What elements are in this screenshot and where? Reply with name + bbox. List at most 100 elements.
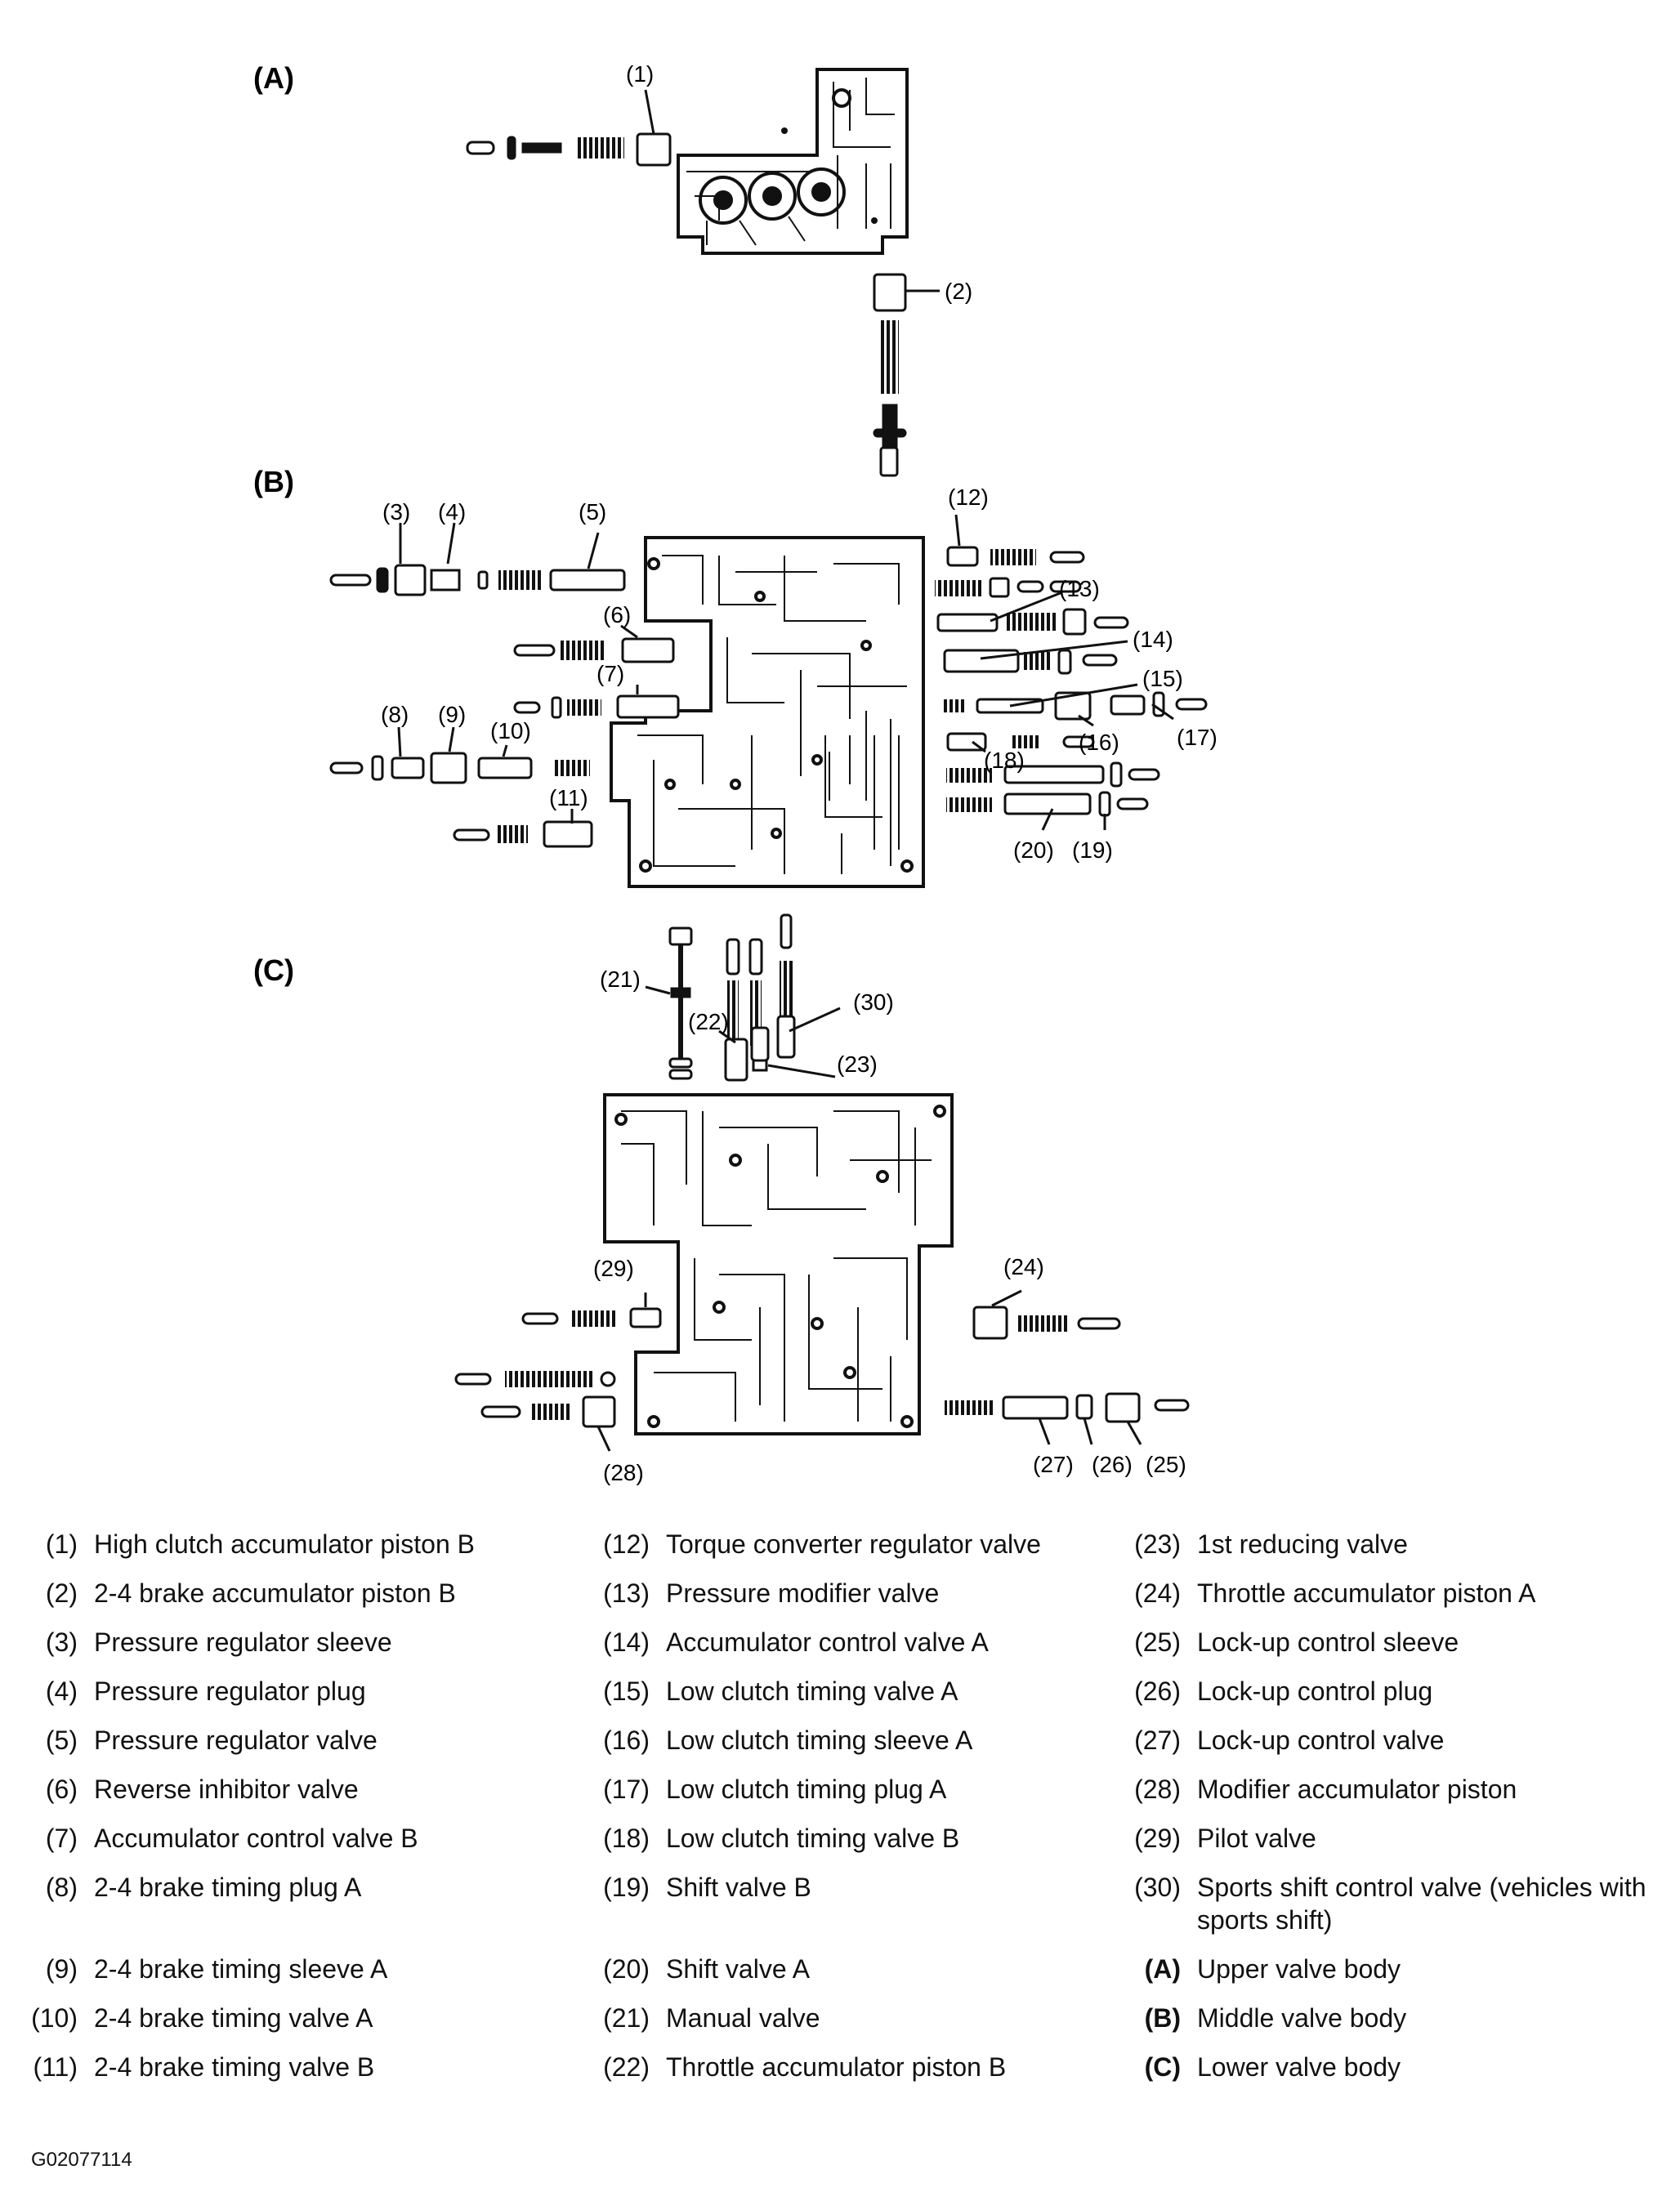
callout-2: (2) — [945, 279, 972, 304]
callout-27: (27) — [1033, 1452, 1074, 1477]
figure-id: G02077114 — [31, 2149, 132, 2171]
upper-valve-body — [677, 68, 909, 255]
legend-item: (3) Pressure regulator sleeve — [0, 1626, 552, 1659]
legend-number: (20) — [603, 1954, 650, 1984]
legend-item: (18)Low clutch timing valve B — [572, 1822, 1124, 1855]
legend-number: (7) — [45, 1824, 78, 1853]
legend-number: (28) — [1134, 1775, 1181, 1804]
callout-18: (18) — [984, 748, 1025, 773]
legend-item: (22) Throttle accumulator piston B — [572, 2051, 1124, 2083]
legend-number: (3) — [45, 1627, 78, 1657]
callout-29: (29) — [593, 1256, 634, 1281]
legend-item: (27)Lock-up control valve — [1103, 1724, 1655, 1757]
legend-item: (13) Pressure modifier valve — [572, 1577, 1124, 1609]
legend-item: (20) Shift valve A — [572, 1953, 1124, 1985]
callout-28: (28) — [603, 1460, 644, 1485]
legend-text: 2-4 brake timing plug A — [94, 1873, 362, 1902]
callout-26: (26) — [1092, 1452, 1133, 1477]
legend-text: Torque converter regulator valve — [666, 1529, 1041, 1559]
legend-text: Reverse inhibitor valve — [94, 1775, 359, 1804]
callout-24: (24) — [1003, 1254, 1044, 1279]
section-label-b: (B) — [253, 465, 294, 498]
legend-item: (7) Accumulator control valve B — [0, 1822, 552, 1855]
callout-30: (30) — [853, 989, 894, 1015]
legend-item: (30)Sports shift control valve (vehicles… — [1103, 1871, 1655, 1936]
legend-number: (2) — [45, 1578, 78, 1608]
legend-text: 2-4 brake timing valve B — [94, 2052, 375, 2082]
callout-3: (3) — [382, 499, 410, 525]
legend-item: (24)Throttle accumulator piston A — [1103, 1577, 1655, 1609]
legend-number: (26) — [1134, 1676, 1181, 1706]
legend-text: Pressure modifier valve — [666, 1578, 940, 1608]
legend-number: (15) — [603, 1676, 650, 1706]
legend-text: Pilot valve — [1197, 1824, 1316, 1853]
callout-labels: (1) (2) (3) (4) (5) (6) (7) (8) (9) (10)… — [381, 61, 1218, 1485]
legend-item: (C)Lower valve body — [1103, 2051, 1655, 2083]
legend-text: Pressure regulator sleeve — [94, 1627, 392, 1657]
legend-text: Lock-up control plug — [1197, 1676, 1433, 1706]
lower-valve-body — [603, 1093, 954, 1435]
legend-text: Low clutch timing valve A — [666, 1676, 958, 1706]
callout-16: (16) — [1079, 730, 1119, 755]
legend-item: (28)Modifier accumulator piston — [1103, 1773, 1655, 1806]
legend-number: (10) — [31, 2003, 78, 2033]
legend-item: (21)Manual valve — [572, 2002, 1124, 2034]
legend-number: (29) — [1134, 1824, 1181, 1853]
middle-left-parts — [329, 522, 680, 848]
legend-item: (B) Middle valve body — [1103, 2002, 1655, 2034]
callout-25: (25) — [1146, 1452, 1186, 1477]
callout-19: (19) — [1072, 837, 1113, 863]
legend-item: (15) Low clutch timing valve A — [572, 1675, 1124, 1708]
legend-number: (22) — [603, 2052, 650, 2082]
legend-number: (B) — [1144, 2003, 1181, 2033]
callout-23: (23) — [837, 1051, 878, 1077]
legend-text: Accumulator control valve B — [94, 1824, 418, 1853]
legend-number: (12) — [603, 1529, 650, 1559]
valve-body-exploded-diagram: (A) (B) (C) — [253, 61, 1218, 1485]
callout-15: (15) — [1142, 666, 1183, 691]
legend-text: Low clutch timing valve B — [666, 1824, 960, 1853]
legend-text: Pressure regulator valve — [94, 1726, 378, 1755]
legend-item: (10) 2-4 brake timing valve A — [0, 2002, 552, 2034]
callout-8: (8) — [381, 702, 409, 727]
legend-item: (17) Low clutch timing plug A — [572, 1773, 1124, 1806]
callout-21: (21) — [600, 967, 641, 992]
legend-item: (5)Pressure regulator valve — [0, 1724, 552, 1757]
legend-number: (17) — [603, 1775, 650, 1804]
legend-item: (6)Reverse inhibitor valve — [0, 1773, 552, 1806]
legend-number: (30) — [1134, 1873, 1181, 1902]
legend-item: (11)2-4 brake timing valve B — [0, 2051, 552, 2083]
legend-number: (13) — [603, 1578, 650, 1608]
legend-text: Pressure regulator plug — [94, 1676, 366, 1706]
legend-text: Middle valve body — [1197, 2003, 1407, 2033]
callout-14: (14) — [1133, 627, 1173, 652]
legend-item: (A) Upper valve body — [1103, 1953, 1655, 1985]
callout-1: (1) — [626, 61, 654, 87]
legend-number: (19) — [603, 1873, 650, 1902]
callout-4: (4) — [438, 499, 466, 525]
legend-text: Manual valve — [666, 2003, 820, 2033]
callout-11: (11) — [549, 785, 588, 810]
legend-text: Lock-up control sleeve — [1197, 1627, 1459, 1657]
legend-text: Throttle accumulator piston B — [666, 2052, 1007, 2082]
middle-right-parts — [935, 514, 1208, 831]
legend-text: Throttle accumulator piston A — [1197, 1578, 1536, 1608]
legend-number: (25) — [1134, 1627, 1181, 1657]
callout-17: (17) — [1177, 725, 1218, 750]
section-label-a: (A) — [253, 61, 294, 95]
callout-13: (13) — [1059, 576, 1100, 601]
legend-text: 2-4 brake timing valve A — [94, 2003, 373, 2033]
callout-22: (22) — [688, 1009, 729, 1034]
lower-top-parts — [645, 913, 841, 1082]
legend-number: (16) — [603, 1726, 650, 1755]
middle-valve-body — [610, 536, 925, 888]
legend-item: (8)2-4 brake timing plug A — [0, 1871, 552, 1904]
legend-text: 2-4 brake accumulator piston B — [94, 1578, 456, 1608]
legend-item: (14)Accumulator control valve A — [572, 1626, 1124, 1659]
legend-item: (16)Low clutch timing sleeve A — [572, 1724, 1124, 1757]
legend-text: Low clutch timing plug A — [666, 1775, 947, 1804]
legend-number: (A) — [1144, 1954, 1181, 1984]
legend-text: Shift valve A — [666, 1954, 811, 1984]
legend-text: Upper valve body — [1197, 1954, 1401, 1984]
legend-item: (9)2-4 brake timing sleeve A — [0, 1953, 552, 1985]
